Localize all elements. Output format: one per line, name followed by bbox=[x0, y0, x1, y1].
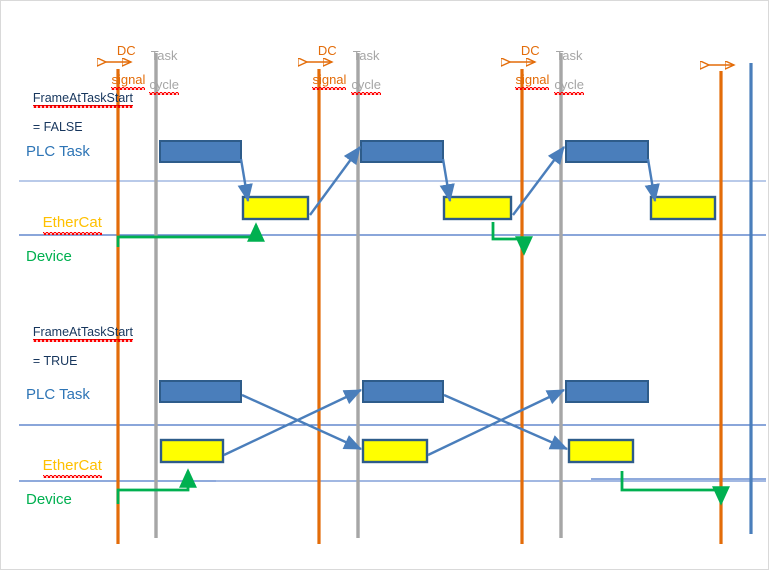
row-label-plc-task-true: PLC Task bbox=[26, 386, 90, 403]
frame-at-task-start-true-label: FrameAtTaskStart = TRUE bbox=[32, 325, 133, 368]
false-down-arrows bbox=[237, 158, 660, 203]
task-cycle-lines bbox=[154, 53, 563, 538]
false-ethercat-blocks bbox=[241, 195, 717, 221]
task-cycle-label-3: Task cycle bbox=[554, 47, 585, 95]
ethercat-frame-block bbox=[567, 438, 635, 464]
plc-task-block bbox=[159, 380, 242, 403]
true-device-output-path bbox=[620, 471, 730, 506]
plc-task-block bbox=[565, 140, 649, 163]
true-plc-task-blocks bbox=[159, 380, 649, 403]
ethercat-frame-block bbox=[241, 195, 310, 221]
true-cross-up-arrows bbox=[223, 388, 566, 457]
plc-task-block bbox=[360, 140, 444, 163]
row-label-ethercat-true: EtherCat bbox=[42, 456, 103, 478]
plc-task-block bbox=[362, 380, 444, 403]
plc-task-block bbox=[159, 140, 242, 163]
plc-task-block bbox=[565, 380, 649, 403]
section-false-separators bbox=[19, 180, 766, 236]
false-plc-task-blocks bbox=[159, 140, 649, 163]
frame-at-task-start-false-label: FrameAtTaskStart = FALSE bbox=[32, 91, 133, 134]
dc-signal-lines bbox=[116, 69, 723, 544]
task-cycle-label-2: Task cycle bbox=[351, 47, 382, 95]
dc-signal-label-1: DC signal bbox=[111, 42, 146, 90]
row-label-device-true: Device bbox=[26, 491, 72, 508]
true-ethercat-blocks bbox=[159, 438, 635, 464]
ethercat-frame-block bbox=[442, 195, 513, 221]
row-label-plc-task-false: PLC Task bbox=[26, 143, 90, 160]
ethercat-frame-block bbox=[159, 438, 225, 464]
false-up-arrows bbox=[309, 146, 565, 216]
false-device-input-path bbox=[116, 222, 265, 247]
false-device-output-path bbox=[491, 222, 533, 256]
ethercat-frame-block bbox=[649, 195, 717, 221]
ethercat-frame-block bbox=[361, 438, 429, 464]
dc-signal-span-arrows bbox=[106, 62, 734, 65]
task-cycle-label-1: Task cycle bbox=[149, 47, 180, 95]
dc-signal-label-2: DC signal bbox=[312, 42, 347, 90]
row-label-ethercat-false: EtherCat bbox=[42, 213, 103, 235]
true-device-input-path bbox=[116, 468, 197, 504]
dc-signal-label-3: DC signal bbox=[515, 42, 550, 90]
true-cross-down-arrows bbox=[241, 393, 569, 451]
row-label-device-false: Device bbox=[26, 248, 72, 265]
